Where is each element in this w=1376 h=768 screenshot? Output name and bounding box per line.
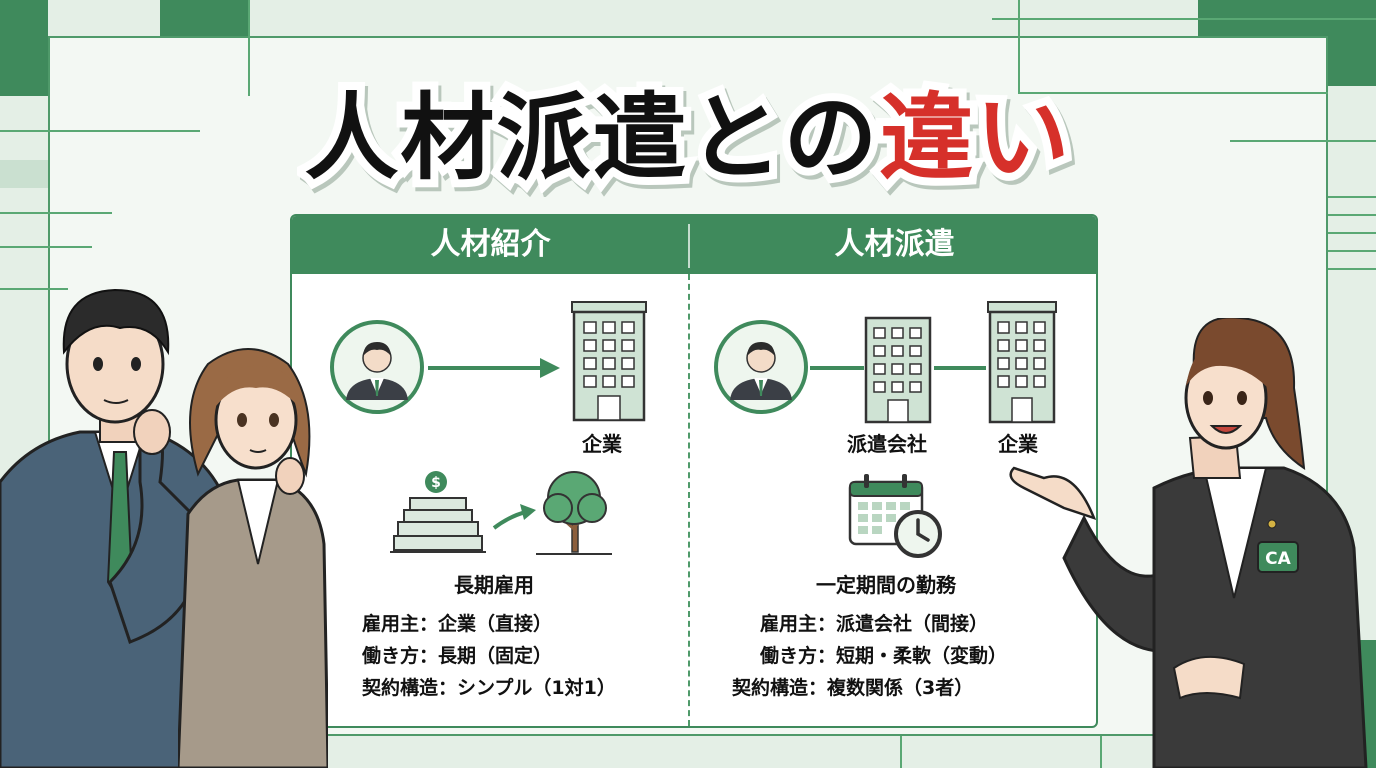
deco-line <box>1230 140 1376 142</box>
deco-line <box>992 18 1376 20</box>
column-divider <box>688 274 690 726</box>
svg-text:$: $ <box>431 475 441 491</box>
right-target-label: 企業 <box>998 432 1038 456</box>
corner-deco-top-left <box>0 0 48 96</box>
deco-line <box>1328 250 1376 252</box>
left-target-label: 企業 <box>582 432 622 456</box>
right-benefit-label: 一定期間の勤務 <box>816 573 956 597</box>
deco-line <box>1100 736 1102 768</box>
money-stack-icon: $ <box>390 471 486 553</box>
left-benefit-label: 長期雇用 <box>454 573 534 597</box>
corner-deco-right <box>1328 36 1376 86</box>
comparison-panel: 人材紹介 人材派遣 企業 $ <box>290 214 1098 728</box>
right-column-header: 人材派遣 <box>689 216 1096 274</box>
connector-line <box>810 366 864 370</box>
advisor-badge: CA <box>1265 549 1291 569</box>
building-icon <box>864 316 932 424</box>
right-details: 雇用主：派遣会社（間接） 働き方：短期・柔軟（変動） 契約構造：複数関係（3者） <box>732 608 1007 704</box>
building-icon <box>987 301 1057 424</box>
corner-deco-top-left-bar <box>160 0 248 36</box>
calendar-clock-icon <box>848 474 942 558</box>
career-advisor-illustration: CA <box>1009 318 1368 768</box>
detail-work-style: 働き方：短期・柔軟（変動） <box>760 645 1008 667</box>
detail-employer: 雇用主：派遣会社（間接） <box>760 613 989 635</box>
left-column-header: 人材紹介 <box>292 216 689 274</box>
deco-line <box>0 246 92 248</box>
arrow-right-icon <box>428 358 560 378</box>
title-main: 人材派遣との <box>296 76 885 201</box>
person-icon <box>714 320 808 414</box>
title-highlight: 違い <box>872 76 1078 201</box>
deco-line <box>248 0 250 96</box>
detail-work-style: 働き方：長期（固定） <box>362 645 553 667</box>
deco-line <box>900 736 902 768</box>
deco-line <box>0 130 200 132</box>
detail-employer: 雇用主：企業（直接） <box>362 613 553 635</box>
deco-line <box>1328 268 1376 270</box>
deco-line <box>1328 214 1376 216</box>
connector-line <box>934 366 986 370</box>
deco-line <box>1018 92 1328 94</box>
person-icon <box>330 320 424 414</box>
deco-line <box>1328 196 1376 198</box>
right-middle-label: 派遣会社 <box>847 432 927 456</box>
growth-arrow-icon <box>492 504 536 530</box>
deco-line <box>1018 0 1020 92</box>
building-icon <box>571 301 647 422</box>
deco-line <box>0 212 112 214</box>
tree-icon <box>536 471 612 555</box>
detail-contract: 契約構造：複数関係（3者） <box>732 677 974 699</box>
page-title: 人材派遣との違い <box>0 62 1376 201</box>
deco-line <box>0 288 68 290</box>
left-details: 雇用主：企業（直接） 働き方：長期（固定） 契約構造：シンプル（1対1） <box>362 608 616 704</box>
thinking-businesswoman-illustration <box>178 348 328 768</box>
deco-line <box>1328 232 1376 234</box>
detail-contract: 契約構造：シンプル（1対1） <box>362 677 616 699</box>
header-divider <box>688 224 690 268</box>
